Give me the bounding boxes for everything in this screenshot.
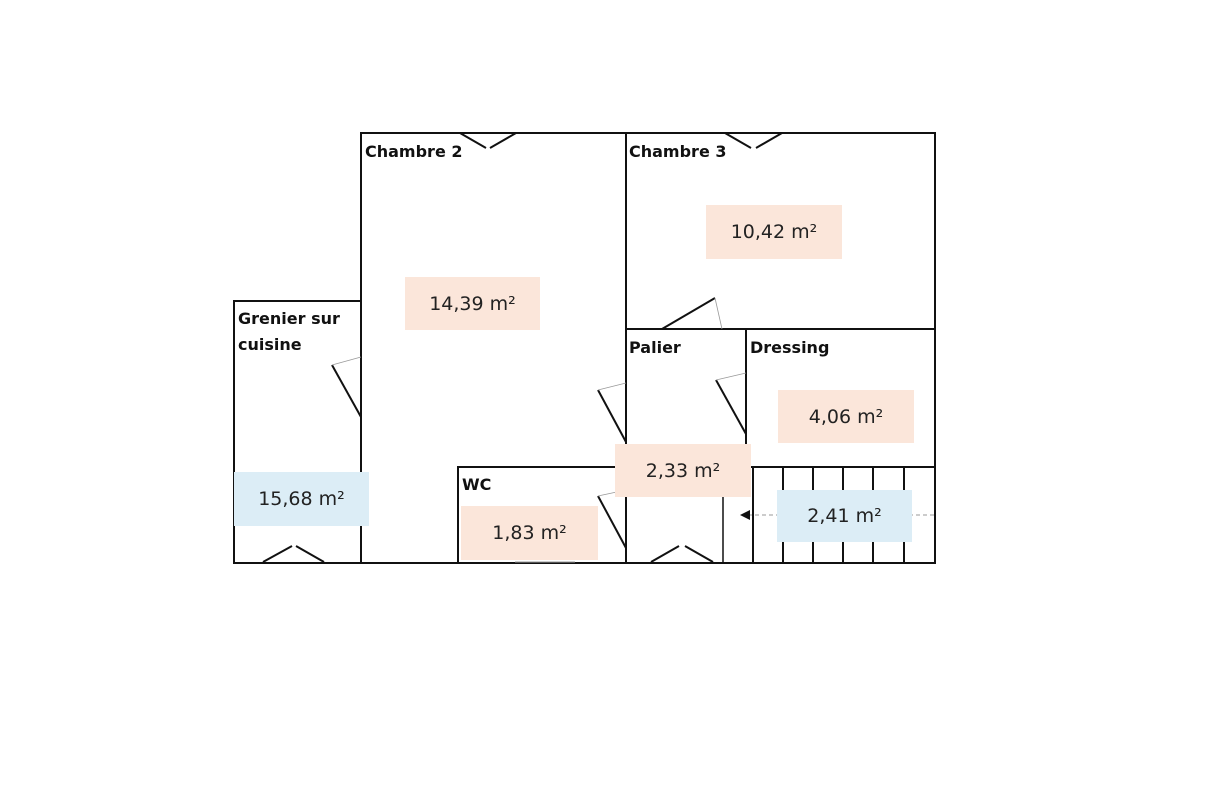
area-chambre3: 10,42 m²: [706, 205, 842, 259]
room-name-wc: WC: [462, 475, 492, 494]
area-escalier: 2,41 m²: [777, 490, 912, 542]
area-grenier: 15,68 m²: [234, 472, 369, 526]
stair-direction-arrow-icon: [740, 510, 750, 520]
room-name-chambre3: Chambre 3: [629, 142, 727, 161]
area-dressing: 4,06 m²: [778, 390, 914, 443]
room-name-grenier-line2: cuisine: [238, 335, 302, 354]
room-name-dressing: Dressing: [750, 338, 830, 357]
area-palier: 2,33 m²: [615, 444, 751, 497]
area-chambre2: 14,39 m²: [405, 277, 540, 330]
chambre2-walls: [360, 132, 627, 563]
wc-walls: [457, 466, 626, 563]
room-name-grenier-line1: Grenier sur: [238, 309, 340, 328]
room-name-palier: Palier: [629, 338, 681, 357]
doors: [262, 132, 783, 563]
area-wc: 1,83 m²: [461, 506, 598, 560]
room-name-chambre2: Chambre 2: [365, 142, 463, 161]
